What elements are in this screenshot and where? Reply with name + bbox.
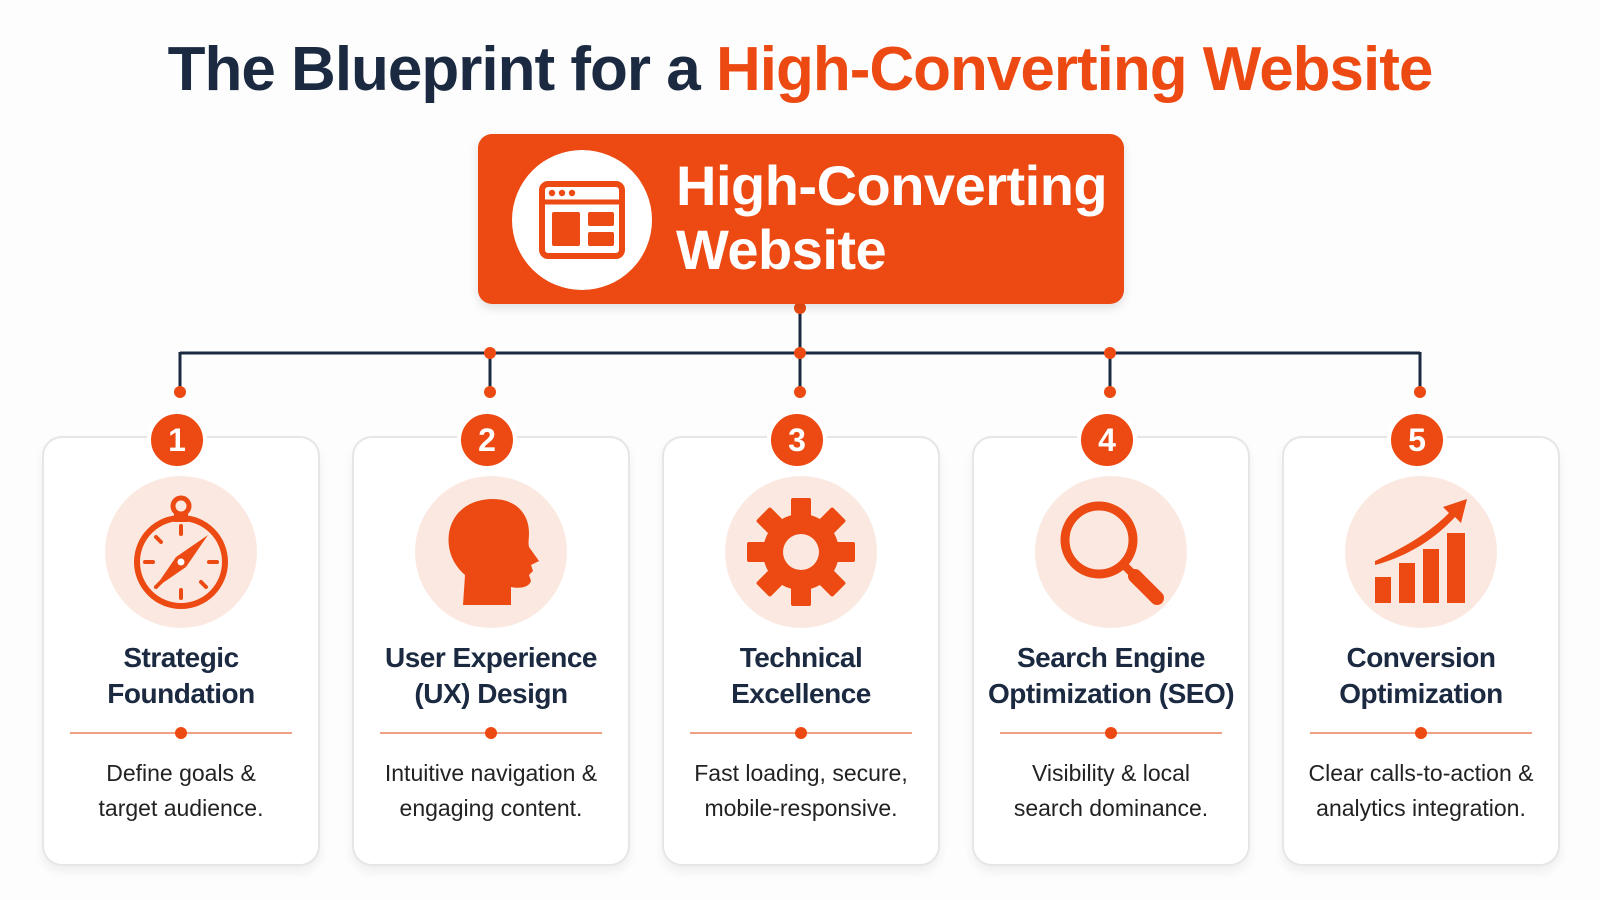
step-number-badge: 3 [767,410,827,470]
head-profile-icon [448,499,539,605]
divider-dot [795,727,807,739]
title-prefix: The Blueprint for a [167,35,716,104]
central-node-label: High-Converting Website [676,154,1108,282]
desc-line-1: Define goals & [106,760,256,786]
desc-line-1: Intuitive navigation & [384,760,598,786]
pillar-card-seo: 4 Search Engine Optimization (SEO) Visib… [972,410,1250,866]
desc-line-2: analytics integration. [1316,795,1526,821]
desc-line-2: engaging content. [399,795,583,821]
pillar-description: Intuitive navigation & engaging content. [354,756,628,826]
icon-badge [415,476,567,628]
title-line-1: Strategic [123,642,239,673]
pillar-description: Visibility & local search dominance. [974,756,1248,826]
icon-badge [1035,476,1187,628]
icon-badge [1345,476,1497,628]
growth-chart-icon [1375,499,1467,603]
pillar-card-technical-excellence: 3 Technical Excelle [662,410,940,866]
title-line-2: Optimization (SEO) [987,678,1235,709]
pillar-description: Fast loading, secure, mobile-responsive. [664,756,938,826]
pillar-card-strategic-foundation: 1 Strategic Foundation Define goals & [42,410,320,866]
pillar-description: Clear calls-to-action & analytics integr… [1284,756,1558,826]
browser-window-icon [539,181,625,259]
title-line-2: (UX) Design [414,678,568,709]
title-line-2: Excellence [731,678,871,709]
desc-line-1: Clear calls-to-action & [1308,760,1534,786]
desc-line-2: target audience. [98,795,264,821]
step-number-badge: 1 [147,410,207,470]
step-number-badge: 2 [457,410,517,470]
hero-icon-badge [512,150,652,290]
pillar-title: Technical Excellence [664,640,938,712]
title-line-1: Conversion [1346,642,1496,673]
step-number-badge: 5 [1387,410,1447,470]
desc-line-2: search dominance. [1013,795,1209,821]
page-title: The Blueprint for a High-Converting Webs… [0,34,1600,105]
divider-dot [175,727,187,739]
pillar-title: Conversion Optimization [1284,640,1558,712]
compass-icon [134,495,228,609]
desc-line-1: Visibility & local [1031,760,1191,786]
title-line-2: Optimization [1339,678,1503,709]
pillar-title: Search Engine Optimization (SEO) [974,640,1248,712]
pillar-title: Strategic Foundation [44,640,318,712]
hero-line-1: High-Converting [676,154,1108,217]
gear-icon [747,498,855,606]
magnifier-icon [1060,501,1164,605]
icon-badge [105,476,257,628]
title-line-1: Search Engine [1016,642,1206,673]
divider-dot [1105,727,1117,739]
title-line-1: User Experience [385,642,597,673]
pillar-card-ux-design: 2 User Experience (UX) Design Intuitive … [352,410,630,866]
pillar-description: Define goals & target audience. [44,756,318,826]
desc-line-2: mobile-responsive. [704,795,898,821]
hero-line-2: Website [676,218,887,281]
title-accent: High-Converting Website [715,35,1433,104]
title-line-1: Technical [739,642,863,673]
pillar-card-conversion-optimization: 5 Conversion Optimization Clear calls-to… [1282,410,1560,866]
pillar-title: User Experience (UX) Design [354,640,628,712]
icon-badge [725,476,877,628]
desc-line-1: Fast loading, secure, [694,760,908,786]
title-line-2: Foundation [107,678,255,709]
divider-dot [1415,727,1427,739]
central-node: High-Converting Website [478,134,1124,304]
divider-dot [485,727,497,739]
step-number-badge: 4 [1077,410,1137,470]
